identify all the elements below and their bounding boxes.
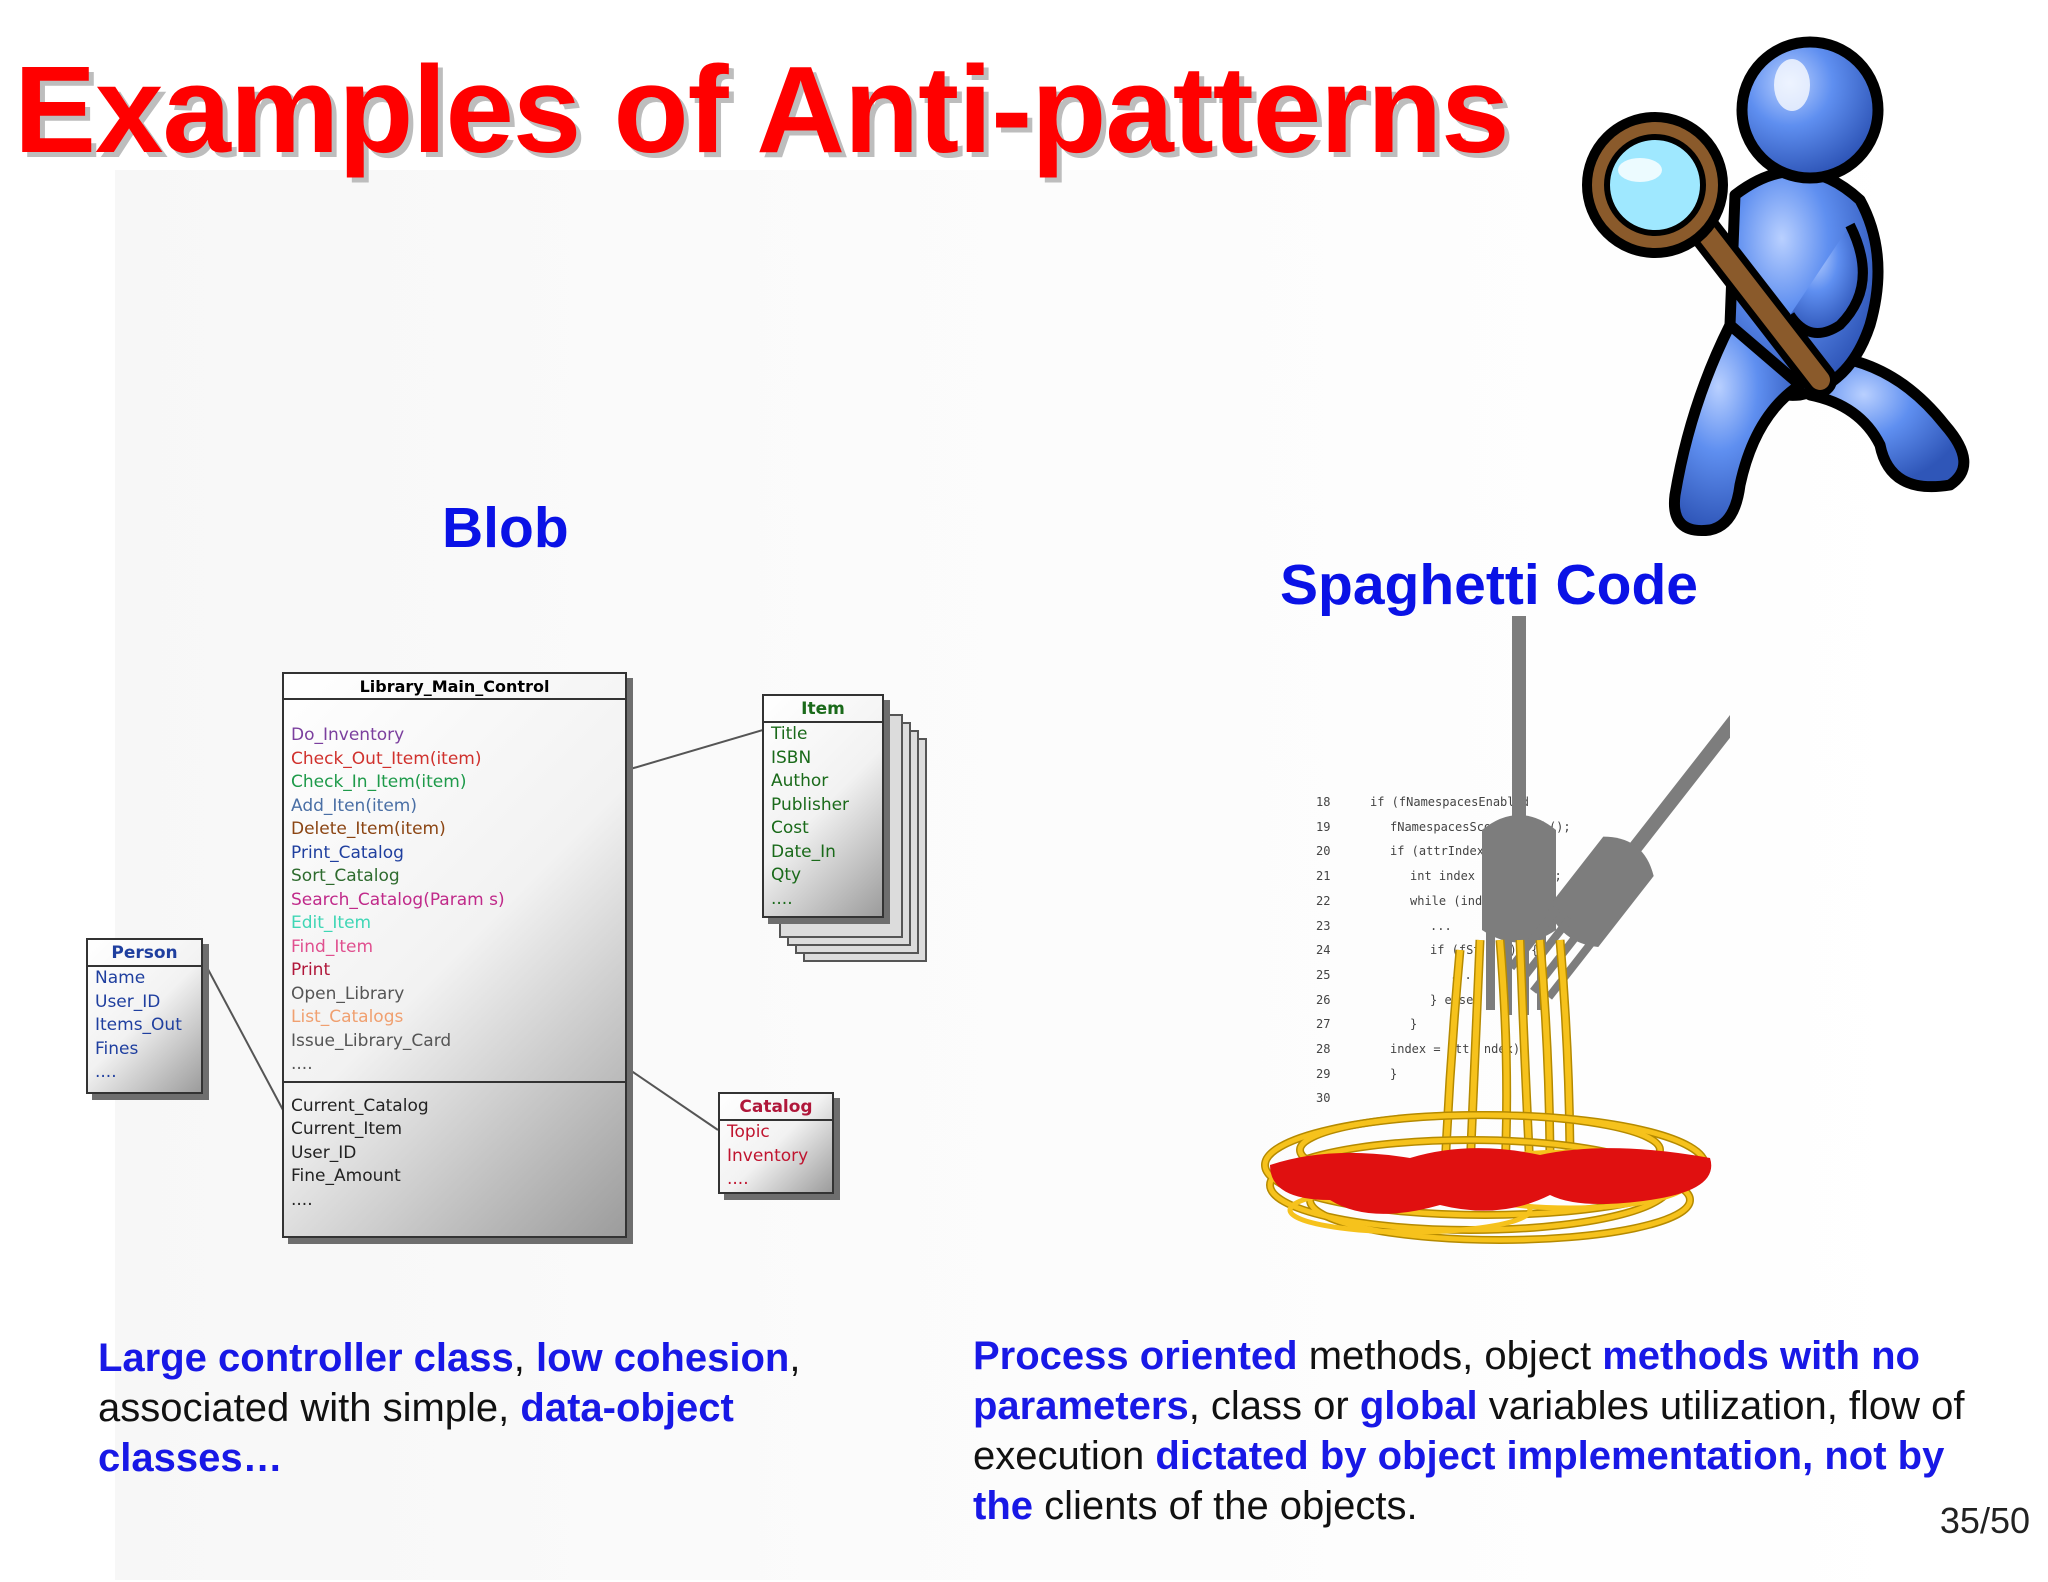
uml-row: Issue_Library_Card xyxy=(291,1030,452,1051)
uml-row: ISBN xyxy=(771,747,812,768)
desc-text: clients of the objects. xyxy=(1033,1484,1418,1528)
code-line-text: } xyxy=(1410,1017,1418,1032)
code-line-number: 27 xyxy=(1316,1017,1331,1032)
uml-row: Title xyxy=(771,724,808,744)
desc-text: variables utilization, flow of execution xyxy=(973,1384,1965,1478)
uml-row: Sort_Catalog xyxy=(291,866,400,886)
uml-row: Author xyxy=(771,771,829,791)
desc-text: , xyxy=(789,1336,801,1380)
code-line-number: 23 xyxy=(1316,918,1331,933)
uml-row: Add_Iten(item) xyxy=(291,795,417,816)
code-line-number: 19 xyxy=(1316,819,1331,834)
uml-row: .... xyxy=(291,1054,313,1074)
uml-row: List_Catalogs xyxy=(291,1007,404,1027)
uml-row: Check_Out_Item(item) xyxy=(291,748,482,769)
spaghetti-label: Spaghetti Code xyxy=(1280,553,1699,617)
code-line-text: ... xyxy=(1430,918,1452,933)
uml-row: Fine_Amount xyxy=(291,1166,401,1186)
code-line-number: 21 xyxy=(1316,869,1331,884)
code-line-number: 28 xyxy=(1316,1042,1331,1056)
desc-strong: methods with no parameters xyxy=(973,1334,1920,1428)
page-number: 35/50 xyxy=(1939,1500,2030,1541)
class-name: Item xyxy=(764,696,882,723)
uml-row: Items_Out xyxy=(95,1015,182,1035)
code-line-number: 24 xyxy=(1316,943,1331,958)
uml-row: .... xyxy=(727,1169,749,1189)
code-line-text: if (attrIndex != xyxy=(1390,844,1506,859)
desc-strong: Process oriented xyxy=(973,1334,1298,1378)
desc-text: methods, object xyxy=(1297,1334,1603,1378)
uml-row: Check_In_Item(item) xyxy=(291,772,467,792)
uml-row: Fines xyxy=(95,1038,139,1059)
uml-row: .... xyxy=(771,888,793,909)
desc-strong: classes… xyxy=(98,1436,283,1480)
uml-row: Topic xyxy=(727,1122,770,1142)
code-line-text: while (index xyxy=(1410,893,1497,908)
code-line-number: 26 xyxy=(1316,992,1331,1007)
blob-description: Large controller class, low cohesion, as… xyxy=(98,1333,918,1483)
desc-strong: Large controller class xyxy=(98,1336,514,1380)
uml-row: .... xyxy=(95,1062,117,1082)
code-line-number: 25 xyxy=(1316,967,1331,982)
uml-row: Current_Item xyxy=(291,1119,403,1139)
uml-row: Edit_Item xyxy=(291,913,372,933)
uml-row: Current_Catalog xyxy=(291,1095,429,1116)
uml-row: Name xyxy=(95,968,146,988)
desc-strong: dictated by object implementation, not b… xyxy=(973,1434,1945,1528)
uml-row: User_ID xyxy=(291,1142,357,1163)
uml-row: Search_Catalog(Param s) xyxy=(291,889,505,910)
code-line-number: 29 xyxy=(1316,1066,1331,1081)
code-line-number: 30 xyxy=(1316,1091,1331,1106)
code-line-number: 22 xyxy=(1316,893,1331,908)
class-name: Library_Main_Control xyxy=(284,674,625,700)
uml-row: Find_Item xyxy=(291,936,374,957)
detective-figure-icon xyxy=(1582,36,1970,537)
uml-row: Open_Library xyxy=(291,983,405,1004)
class-name: Person xyxy=(88,940,201,967)
code-line-text: } xyxy=(1390,1066,1398,1081)
uml-row: Print xyxy=(291,960,331,980)
blob-label: Blob xyxy=(442,496,569,560)
uml-row: .... xyxy=(291,1189,313,1210)
class-name: Catalog xyxy=(720,1094,832,1121)
desc-text: , xyxy=(513,1336,536,1380)
uml-row: Delete_Item(item) xyxy=(291,819,446,839)
uml-row: Print_Catalog xyxy=(291,842,404,863)
uml-row: Qty xyxy=(771,865,802,885)
uml-row: Date_In xyxy=(771,841,836,862)
uml-row: User_ID xyxy=(95,991,161,1012)
uml-row: Cost xyxy=(771,818,809,838)
desc-strong: global xyxy=(1359,1384,1478,1428)
desc-strong: low cohesion xyxy=(535,1336,790,1380)
code-line-text: index = attr ndex); xyxy=(1390,1042,1528,1056)
code-line-number: 18 xyxy=(1316,795,1331,809)
slide-title: Examples of Anti-patterns xyxy=(14,42,1510,179)
spaghetti-description: Process oriented methods, object methods… xyxy=(973,1331,2003,1531)
desc-text: associated with simple, xyxy=(98,1386,521,1430)
spaghetti-fork-icon xyxy=(1261,616,1730,1244)
code-line-text: if (fNamespacesEnabled xyxy=(1370,795,1529,809)
uml-row: Publisher xyxy=(771,794,850,815)
code-line-number: 20 xyxy=(1316,844,1331,859)
desc-text: , class or xyxy=(1188,1384,1360,1428)
uml-row: Inventory xyxy=(727,1145,809,1166)
uml-row: Do_Inventory xyxy=(291,725,405,745)
desc-strong: data-object xyxy=(520,1386,734,1430)
